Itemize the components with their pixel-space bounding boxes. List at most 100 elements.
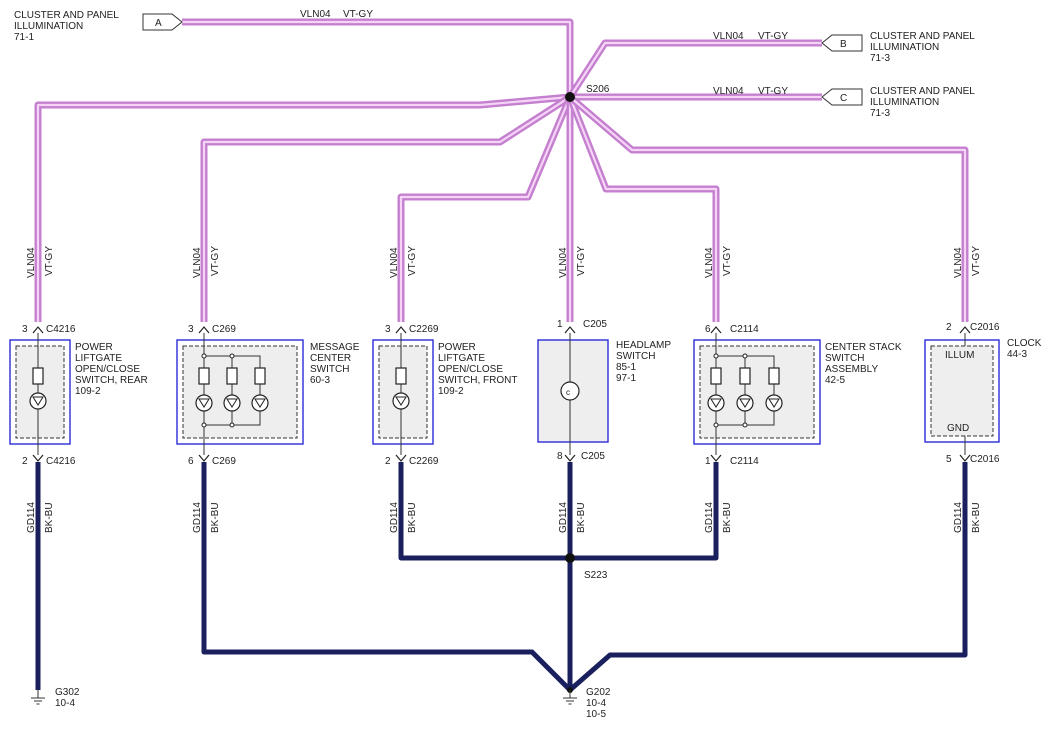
ground-g202-name: G202	[586, 687, 611, 698]
pin-bot-6: 5	[946, 454, 952, 465]
connector-a-line2: ILLUMINATION	[14, 21, 83, 32]
led-icon	[765, 394, 783, 412]
wire-label-vln-c: VLN04	[713, 86, 744, 97]
svg-text:CENTER: CENTER	[310, 353, 351, 364]
svg-text:OPEN/CLOSE: OPEN/CLOSE	[438, 364, 503, 375]
svg-text:85-1: 85-1	[616, 362, 636, 373]
led-icon	[392, 392, 410, 410]
svg-text:LIFTGATE: LIFTGATE	[75, 353, 122, 364]
conn-top-4: C205	[583, 319, 607, 330]
vlabel-color-4: VT-GY	[576, 246, 587, 276]
resistor-icon	[254, 367, 266, 385]
glabel-gnd-6: GD114	[953, 502, 964, 533]
vertical-power-labels: VLN04 VT-GY VLN04 VT-GY VLN04 VT-GY VLN0…	[26, 246, 982, 278]
glabel-color-2: BK-BU	[210, 502, 221, 533]
svg-text:OPEN/CLOSE: OPEN/CLOSE	[75, 364, 140, 375]
ground-g202-ref2: 10-5	[586, 709, 606, 720]
connector-b[interactable]: B	[821, 34, 863, 52]
resistor-icon	[226, 367, 238, 385]
connector-a-letter: A	[155, 18, 162, 29]
connector-b-ref: 71-3	[870, 53, 890, 64]
connector-c[interactable]: C	[821, 88, 863, 106]
conn-bot-4: C205	[581, 451, 605, 462]
svg-text:42-5: 42-5	[825, 375, 845, 386]
svg-text:LIFTGATE: LIFTGATE	[438, 353, 485, 364]
switch-icon	[560, 381, 580, 401]
clock-gnd-label: GND	[947, 423, 969, 434]
led-icon	[251, 394, 269, 412]
svg-text:44-3: 44-3	[1007, 349, 1027, 360]
svg-text:CENTER STACK: CENTER STACK	[825, 342, 902, 353]
pin-bot-3: 2	[385, 456, 391, 467]
conn-bot-2: C269	[212, 456, 236, 467]
connector-a-line1: CLUSTER AND PANEL	[14, 10, 119, 21]
glabel-color-4: BK-BU	[576, 502, 587, 533]
resistor-icon	[32, 367, 44, 385]
svg-text:ASSEMBLY: ASSEMBLY	[825, 364, 878, 375]
component-headlamp-switch[interactable]: c	[537, 333, 609, 455]
splice-s223-dot	[565, 553, 575, 563]
svg-text:c: c	[566, 388, 570, 397]
vlabel-color-3: VT-GY	[407, 246, 418, 276]
svg-text:109-2: 109-2	[438, 386, 464, 397]
component-clock[interactable]: ILLUM GND	[924, 333, 1000, 455]
vlabel-color-5: VT-GY	[722, 246, 733, 276]
resistor-icon	[768, 367, 780, 385]
svg-text:SWITCH: SWITCH	[616, 351, 655, 362]
led-icon	[707, 394, 725, 412]
vlabel-color-6: VT-GY	[971, 246, 982, 276]
svg-text:SWITCH: SWITCH	[825, 353, 864, 364]
led-icon	[195, 394, 213, 412]
conn-bot-1: C4216	[46, 456, 76, 467]
led-icon	[223, 394, 241, 412]
glabel-gnd-4: GD114	[558, 502, 569, 533]
glabel-gnd-1: GD114	[26, 502, 37, 533]
pin-markers	[32, 326, 971, 462]
resistor-icon	[395, 367, 407, 385]
pin-top-4: 1	[557, 319, 563, 330]
glabel-color-5: BK-BU	[722, 502, 733, 533]
component-liftgate-rear[interactable]	[9, 333, 71, 455]
component-liftgate-front[interactable]	[372, 333, 434, 455]
conn-top-5: C2114	[730, 324, 759, 335]
resistor-icon	[710, 367, 722, 385]
led-icon	[29, 392, 47, 410]
component-labels: POWER LIFTGATE OPEN/CLOSE SWITCH, REAR 1…	[75, 338, 1042, 397]
pin-bot-1: 2	[22, 456, 28, 467]
vlabel-vln-5: VLN04	[704, 247, 715, 278]
pin-bot-5: 1	[705, 456, 711, 467]
connector-a[interactable]: A	[142, 13, 183, 31]
connector-c-line2: ILLUMINATION	[870, 97, 939, 108]
component-center-stack-switch[interactable]	[693, 333, 821, 455]
glabel-gnd-2: GD114	[192, 502, 203, 533]
ground-g302-name: G302	[55, 687, 80, 698]
wire-label-vln-b: VLN04	[713, 31, 744, 42]
svg-text:60-3: 60-3	[310, 375, 330, 386]
conn-bot-3: C2269	[409, 456, 439, 467]
component-message-center-switch[interactable]	[176, 333, 304, 455]
svg-text:MESSAGE: MESSAGE	[310, 342, 360, 353]
svg-text:97-1: 97-1	[616, 373, 636, 384]
ground-symbol-g302	[31, 690, 45, 705]
svg-text:POWER: POWER	[75, 342, 113, 353]
wire-color-c: VT-GY	[758, 86, 788, 97]
pin-bot-4: 8	[557, 451, 563, 462]
svg-text:SWITCH, REAR: SWITCH, REAR	[75, 375, 148, 386]
vlabel-color-2: VT-GY	[210, 246, 221, 276]
conn-bot-6: C2016	[970, 454, 1000, 465]
vlabel-vln-3: VLN04	[389, 247, 400, 278]
splice-s223-label: S223	[584, 570, 608, 581]
glabel-gnd-3: GD114	[389, 502, 400, 533]
led-icon	[736, 394, 754, 412]
resistor-icon	[198, 367, 210, 385]
clock-illum-label: ILLUM	[945, 350, 974, 361]
pin-top-6: 2	[946, 322, 952, 333]
wire-label-vln-a: VLN04	[300, 9, 331, 20]
conn-bot-5: C2114	[730, 456, 759, 467]
wire-color-b: VT-GY	[758, 31, 788, 42]
connector-b-letter: B	[840, 39, 847, 50]
conn-top-2: C269	[212, 324, 236, 335]
vlabel-vln-1: VLN04	[26, 247, 37, 278]
pin-top-1: 3	[22, 324, 28, 335]
